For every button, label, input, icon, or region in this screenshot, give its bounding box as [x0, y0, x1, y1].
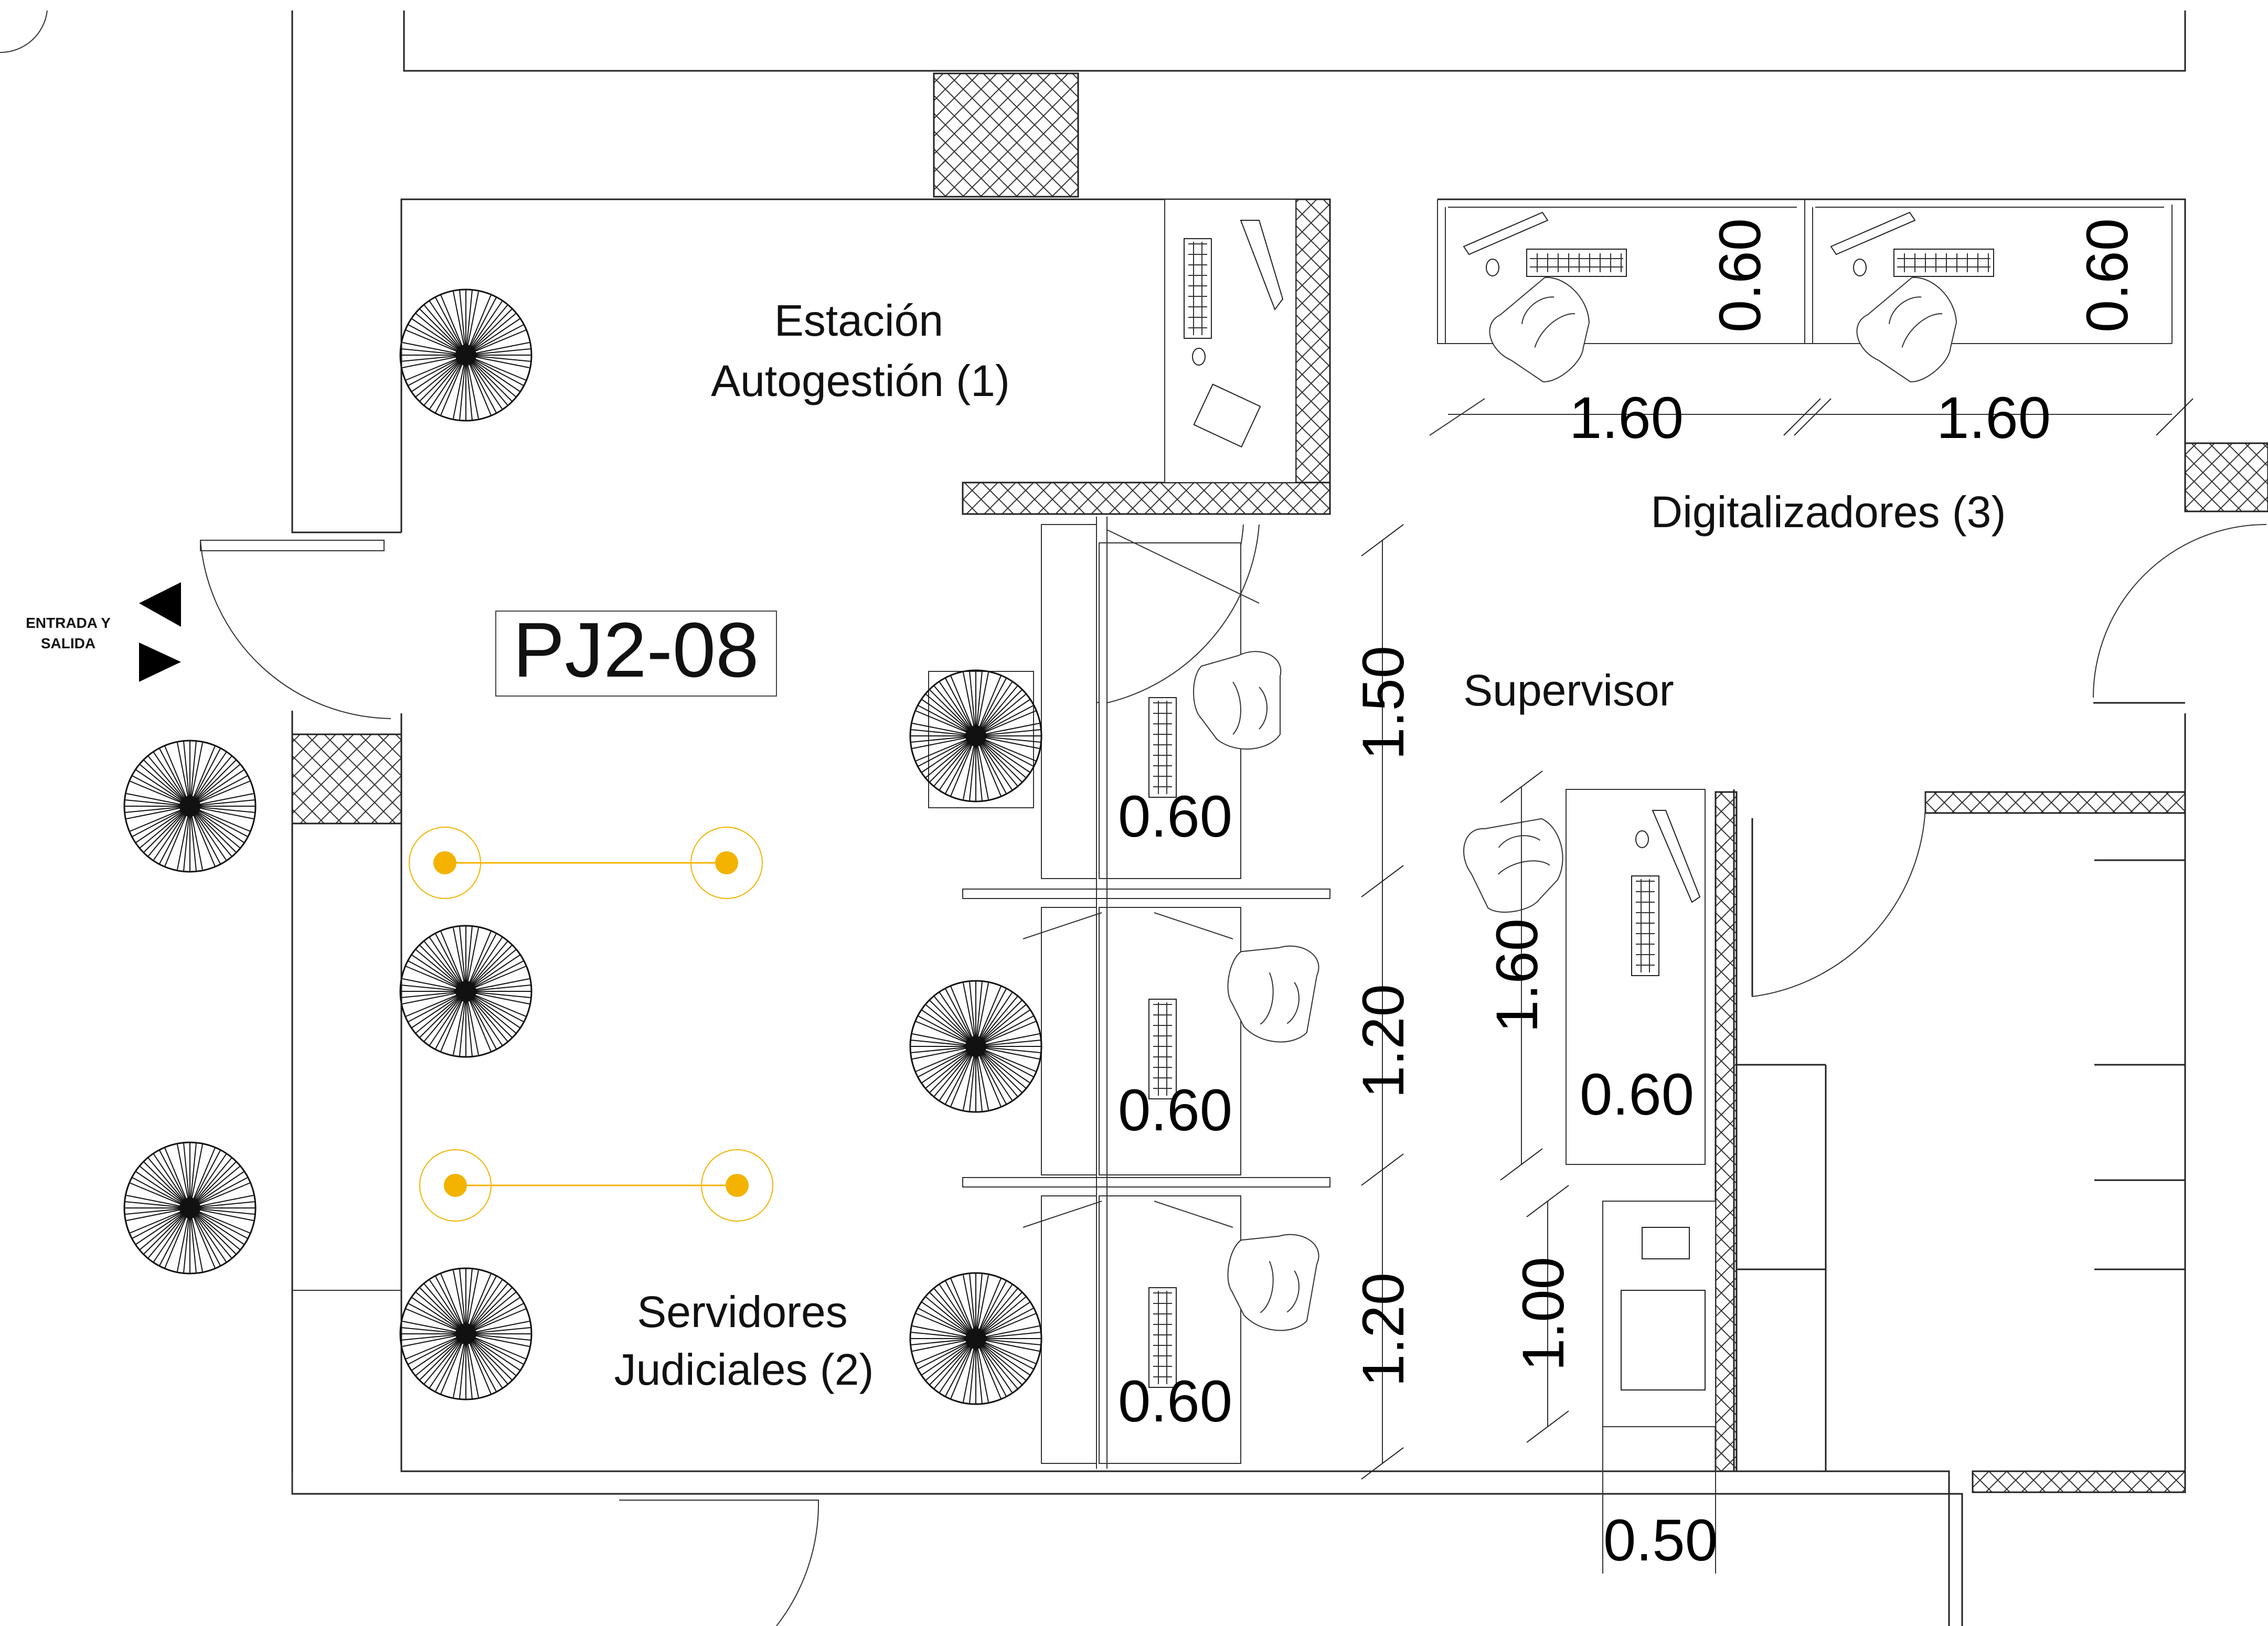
computer-monitor-icon	[1240, 220, 1284, 311]
ceiling-lamp-icon	[726, 1174, 749, 1197]
label-servidores-line1: Servidores	[637, 1287, 848, 1336]
mouse-icon	[1486, 259, 1499, 276]
mouse-icon	[1635, 830, 1649, 848]
mouse-icon	[1192, 348, 1206, 366]
room-code: PJ2-08	[513, 607, 759, 693]
dim-sj-3-depth: 0.60	[1118, 1368, 1232, 1434]
plant-icon	[123, 1141, 257, 1275]
dim-sup-depth: 0.60	[1580, 1062, 1694, 1127]
ceiling-lamps	[409, 827, 773, 1222]
dim-sup-unit-width: 0.50	[1603, 1507, 1718, 1573]
entrance-label-line1: ENTRADA Y	[26, 615, 111, 631]
self-service-station: Estación Autogestión (1)	[711, 199, 1296, 483]
plants	[123, 288, 1042, 1405]
dim-sup-height: 1.60	[1484, 918, 1550, 1033]
label-supervisor: Supervisor	[1463, 666, 1674, 715]
ceiling-lamp-icon	[715, 851, 738, 874]
computer-monitor-icon	[1830, 211, 1916, 255]
plant-icon	[399, 1267, 533, 1400]
plant-icon	[909, 980, 1042, 1113]
plant-icon	[909, 1272, 1042, 1405]
person-icon	[1459, 815, 1572, 919]
label-estacion-line1: Estación	[774, 296, 943, 345]
entry-arrow-icon	[139, 582, 181, 627]
dim-digi-depth-1: 0.60	[1707, 218, 1773, 333]
label-digitalizadores: Digitalizadores (3)	[1651, 487, 2006, 537]
ceiling-lamp-icon	[433, 851, 456, 874]
supervisor-station: Supervisor 1.60 0.60 1.00 0.50	[1459, 666, 1718, 1574]
computer-monitor-icon	[1463, 211, 1549, 255]
dim-sj-1-height: 1.50	[1350, 646, 1416, 760]
telephone-icon	[1193, 383, 1261, 448]
hatched-walls	[291, 72, 2268, 1493]
dim-sj-3-height: 1.20	[1350, 1272, 1416, 1387]
judicial-workstations: 0.60 0.60 0.60 1.50 1.20 1.20 Servidores…	[614, 517, 1416, 1480]
computer-monitor-icon	[1652, 810, 1701, 903]
entry-arrow-icon	[139, 643, 181, 682]
person-icon	[1847, 267, 1979, 398]
dim-sj-2-depth: 0.60	[1118, 1077, 1232, 1143]
dim-digi-depth-2: 0.60	[2074, 218, 2140, 333]
plant-icon	[909, 669, 1042, 803]
label-estacion-line2: Autogestión (1)	[711, 356, 1010, 405]
telephone-icon	[1642, 1227, 1690, 1259]
plant-icon	[399, 925, 533, 1058]
dim-sj-2-height: 1.20	[1350, 984, 1416, 1098]
plant-icon	[123, 740, 257, 873]
plant-icon	[399, 288, 533, 422]
printer-icon	[1621, 1290, 1706, 1390]
label-servidores-line2: Judiciales (2)	[614, 1345, 874, 1394]
digitizer-desks: 1.60 1.60 0.60 0.60 Digitalizadores (3)	[1429, 199, 2194, 537]
entrance-label-line2: SALIDA	[41, 635, 95, 651]
walls	[291, 10, 2186, 1626]
room-code-box	[495, 611, 777, 697]
dim-digi-width-1: 1.60	[1569, 385, 1684, 451]
person-icon	[1480, 267, 1612, 398]
mouse-icon	[1853, 259, 1867, 276]
dim-sup-unit-height: 1.00	[1510, 1257, 1576, 1371]
dim-sj-1-depth: 0.60	[1118, 784, 1232, 849]
ceiling-lamp-icon	[444, 1174, 467, 1197]
dim-digi-width-2: 1.60	[1936, 385, 2051, 451]
